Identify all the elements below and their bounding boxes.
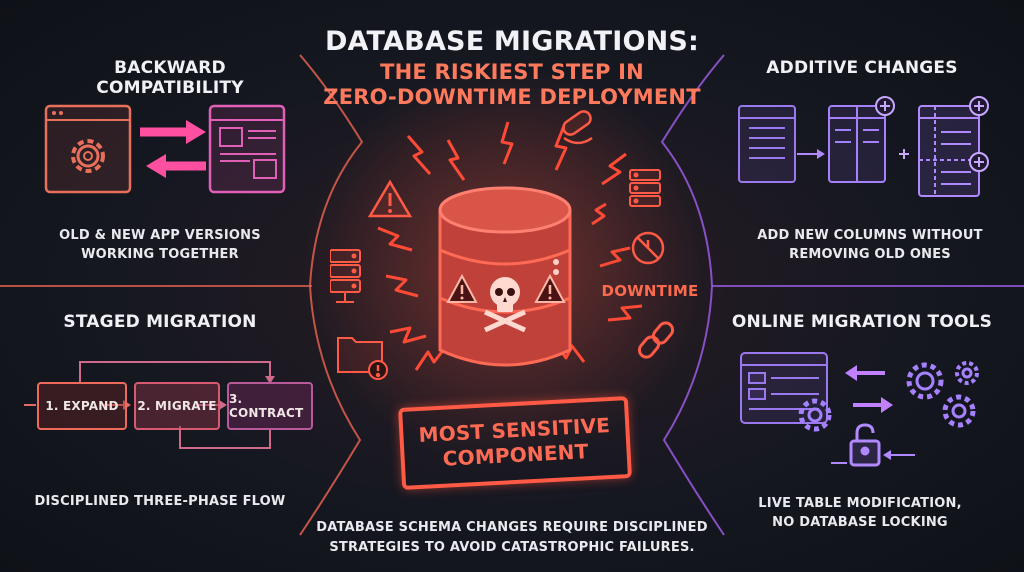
folder-warning-icon [337,337,388,380]
page-subtitle: THE RISKIEST STEP IN ZERO-DOWNTIME DEPLO… [262,60,762,110]
swap-arrows-icon [140,120,206,178]
backward-compatibility-illustration [44,104,286,194]
broken-link-icon [637,321,675,359]
subtitle-line-2: ZERO-DOWNTIME DEPLOYMENT [323,85,701,109]
new-app-window-icon [208,104,286,194]
backward-compatibility-title: BACKWARD COMPATIBILITY [96,58,244,98]
footer-line-2: STRATEGIES TO AVOID CATASTROPHIC FAILURE… [329,540,695,555]
plus-icon [875,96,895,116]
padlock-icon [849,423,881,467]
lightning-bolts-icon [377,121,643,371]
additive-changes-caption: ADD NEW COLUMNS WITHOUT REMOVING OLD ONE… [740,226,1000,264]
skull-crossbones-icon [483,277,527,333]
old-app-window-icon [44,104,132,194]
pill-icon [562,110,593,145]
caption-line-1: ADD NEW COLUMNS WITHOUT [757,228,983,243]
downtime-label: DOWNTIME [601,282,699,300]
staged-migration-caption: DISCIPLINED THREE-PHASE FLOW [34,494,286,509]
additive-changes-illustration [738,96,989,197]
subtitle-line-1: THE RISKIEST STEP IN [380,60,644,84]
center-illustration [330,110,675,380]
footer-caption: DATABASE SCHEMA CHANGES REQUIRE DISCIPLI… [282,518,742,558]
warning-icon [534,273,566,303]
sync-arrows-icon [845,365,893,413]
no-time-icon [631,231,665,265]
additive-changes-title: ADDITIVE CHANGES [766,58,958,78]
plus-icon [899,149,909,159]
phase-migrate: 2. MIGRATE [134,382,220,430]
warning-icon [367,179,413,218]
staged-migration-connectors [24,361,275,449]
backward-compatibility-caption: OLD & NEW APP VERSIONS WORKING TOGETHER [30,226,290,264]
table-columns-icon [738,105,796,183]
phase-expand: 1. EXPAND [37,382,127,430]
caption-line-1: OLD & NEW APP VERSIONS [59,228,261,243]
most-sensitive-component-stamp: MOST SENSITIVE COMPONENT [398,396,632,490]
gears-icon [798,361,979,432]
table-extended-icon [918,105,980,197]
caption-line-2: WORKING TOGETHER [81,247,239,262]
phase-contract: 3. CONTRACT [227,382,313,430]
caption-line-2: NO DATABASE LOCKING [772,515,948,530]
table-add-column-icon [828,105,886,183]
browser-window-icon [740,352,828,424]
online-migration-tools-illustration [740,352,979,467]
gear-icon [71,139,105,173]
server-rack-icon [629,169,661,207]
online-migration-tools-title: ONLINE MIGRATION TOOLS [731,312,993,332]
plus-icon [969,96,989,172]
server-rack-icon [330,249,361,303]
footer-line-1: DATABASE SCHEMA CHANGES REQUIRE DISCIPLI… [316,520,708,535]
caption-line-1: LIVE TABLE MODIFICATION, [758,496,962,511]
online-migration-tools-caption: LIVE TABLE MODIFICATION, NO DATABASE LOC… [740,494,980,532]
warning-icon [446,273,478,303]
page-title: DATABASE MIGRATIONS: [324,26,700,57]
caption-line-2: REMOVING OLD ONES [789,247,951,262]
staged-migration-title: STAGED MIGRATION [63,312,257,332]
